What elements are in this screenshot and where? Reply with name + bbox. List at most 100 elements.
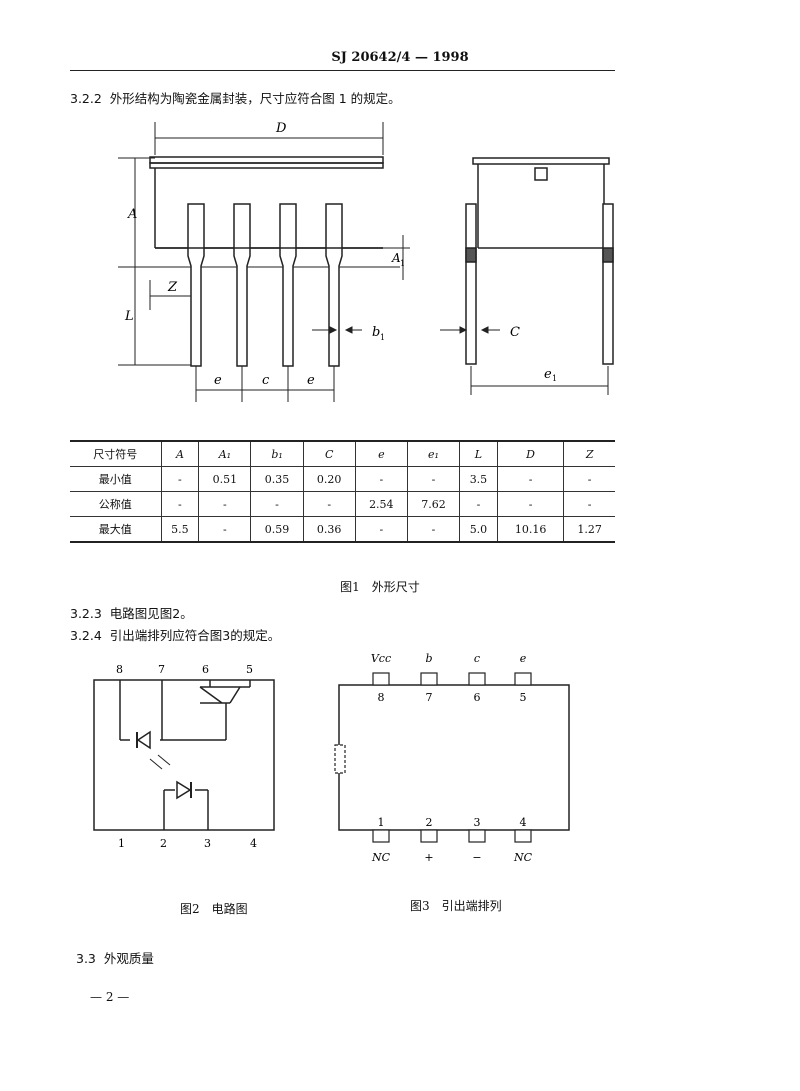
figure-1-caption: 图1 外形尺寸 bbox=[340, 580, 420, 594]
section-3-2-2: 3.2.2 外形结构为陶瓷金属封装，尺寸应符合图 1 的规定。 bbox=[70, 88, 401, 107]
table-cell: - bbox=[406, 466, 460, 492]
table-cell: 0.36 bbox=[302, 516, 356, 543]
pin-number-8: 8 bbox=[378, 691, 385, 704]
table-cell: 最小值 bbox=[70, 466, 161, 492]
table-row: 最小值 - 0.51 0.35 0.20 - - 3.5 - - bbox=[70, 466, 615, 492]
pin-label-4: 4 bbox=[250, 837, 257, 850]
table-row: 公称值 - - - - 2.54 7.62 - - - bbox=[70, 491, 615, 517]
label-L: L bbox=[124, 309, 134, 324]
pin-label-7: 7 bbox=[158, 663, 165, 676]
table-header-cell: A₁ bbox=[198, 440, 251, 467]
table-cell: - bbox=[302, 491, 356, 517]
table-cell: 0.51 bbox=[198, 466, 251, 492]
figure-2-caption: 图2 电路图 bbox=[180, 902, 248, 916]
table-header-cell: D bbox=[496, 440, 564, 467]
table-cell: - bbox=[198, 491, 251, 517]
table-cell: - bbox=[459, 491, 498, 517]
pin-number-3: 3 bbox=[474, 816, 481, 829]
page-number: — 2 — bbox=[90, 990, 130, 1004]
page-header: SJ 20642/4 — 1998 bbox=[331, 50, 469, 65]
table-cell: 1.27 bbox=[563, 516, 615, 543]
pin-number-2: 2 bbox=[426, 816, 433, 829]
label-Z: Z bbox=[167, 280, 178, 295]
table-cell: - bbox=[198, 516, 251, 543]
pin-number-4: 4 bbox=[520, 816, 527, 829]
header-rule bbox=[70, 70, 615, 71]
table-cell: 0.59 bbox=[250, 516, 304, 543]
figure-2-circuit-diagram: 8 7 6 5 1 2 3 4 bbox=[93, 663, 275, 850]
table-cell: 0.20 bbox=[302, 466, 356, 492]
section-number: 3.2.4 bbox=[70, 628, 102, 643]
table-cell: - bbox=[406, 516, 460, 543]
pin-label-1: 1 bbox=[118, 837, 125, 850]
label-e-right: e bbox=[307, 373, 315, 388]
pin-number-6: 6 bbox=[474, 691, 481, 704]
label-e1: e bbox=[544, 367, 552, 382]
pin-label-6: 6 bbox=[202, 663, 209, 676]
table-cell: 5.0 bbox=[459, 516, 498, 543]
table-cell: - bbox=[563, 491, 615, 517]
figure-1-outline-drawing: D A A 1 Z L b 1 C e c e e 1 bbox=[118, 121, 614, 402]
table-header-cell: b₁ bbox=[250, 440, 304, 467]
pin-label-3: 3 bbox=[204, 837, 211, 850]
table-header-cell: A bbox=[160, 440, 199, 467]
table-header-cell: 尺寸符号 bbox=[70, 440, 161, 467]
pin-number-7: 7 bbox=[426, 691, 433, 704]
label-A1: A bbox=[391, 251, 401, 265]
section-3-2-3: 3.2.3 电路图见图2。 bbox=[70, 603, 193, 622]
table-cell: - bbox=[250, 491, 304, 517]
pin-label-2: 2 bbox=[160, 837, 167, 850]
section-number: 3.2.2 bbox=[70, 91, 102, 106]
section-text: 外观质量 bbox=[103, 951, 154, 966]
pin-function-4: NC bbox=[513, 851, 533, 864]
label-b1-sub: 1 bbox=[380, 333, 385, 342]
figure-3-caption: 图3 引出端排列 bbox=[410, 899, 502, 913]
label-C: C bbox=[510, 325, 520, 340]
pin-function-3: − bbox=[472, 851, 481, 864]
table-cell: - bbox=[354, 516, 408, 543]
label-A1-sub: 1 bbox=[400, 259, 405, 268]
pin-label-5: 5 bbox=[246, 663, 253, 676]
table-header-cell: e bbox=[354, 440, 408, 467]
table-header-cell: C bbox=[302, 440, 356, 467]
section-text: 电路图见图2。 bbox=[109, 606, 193, 621]
section-3-2-4: 3.2.4 引出端排列应符合图3的规定。 bbox=[70, 625, 280, 644]
section-text: 外形结构为陶瓷金属封装，尺寸应符合图 1 的规定。 bbox=[109, 91, 401, 106]
table-cell: - bbox=[496, 466, 564, 492]
pin-function-6: c bbox=[474, 652, 480, 665]
section-3-3: 3.3 外观质量 bbox=[76, 948, 154, 967]
pin-function-5: e bbox=[520, 652, 527, 665]
label-b1: b bbox=[372, 325, 380, 340]
table-cell: 3.5 bbox=[459, 466, 498, 492]
table-cell: 0.35 bbox=[250, 466, 304, 492]
label-D: D bbox=[275, 121, 287, 136]
pin-label-8: 8 bbox=[116, 663, 123, 676]
label-e-left: e bbox=[214, 373, 222, 388]
label-e1-sub: 1 bbox=[552, 374, 557, 383]
figure-3-pin-arrangement: Vcc b c e 8 7 6 5 1 2 3 4 NC + − NC bbox=[334, 652, 570, 864]
table-cell: - bbox=[354, 466, 408, 492]
table-cell: 5.5 bbox=[160, 516, 199, 543]
pin-number-5: 5 bbox=[520, 691, 527, 704]
table-header-cell: e₁ bbox=[406, 440, 460, 467]
section-number: 3.2.3 bbox=[70, 606, 102, 621]
table-cell: - bbox=[160, 491, 199, 517]
pin-number-1: 1 bbox=[378, 816, 385, 829]
table-cell: 最大值 bbox=[70, 516, 161, 543]
table-header-row: 尺寸符号 A A₁ b₁ C e e₁ L D Z bbox=[70, 440, 615, 467]
dimension-table: 尺寸符号 A A₁ b₁ C e e₁ L D Z 最小值 - 0.51 0.3… bbox=[70, 440, 615, 543]
table-cell: - bbox=[563, 466, 615, 492]
table-cell: - bbox=[496, 491, 564, 517]
label-A: A bbox=[127, 207, 137, 222]
table-header-cell: L bbox=[459, 440, 498, 467]
table-cell: 7.62 bbox=[406, 491, 460, 517]
table-cell: 10.16 bbox=[496, 516, 564, 543]
table-cell: 2.54 bbox=[354, 491, 408, 517]
pin-function-7: b bbox=[425, 652, 432, 665]
label-c: c bbox=[262, 373, 270, 388]
table-cell: - bbox=[160, 466, 199, 492]
table-header-cell: Z bbox=[563, 440, 615, 467]
table-row: 最大值 5.5 - 0.59 0.36 - - 5.0 10.16 1.27 bbox=[70, 516, 615, 543]
table-cell: 公称值 bbox=[70, 491, 161, 517]
pin-function-1: NC bbox=[371, 851, 391, 864]
